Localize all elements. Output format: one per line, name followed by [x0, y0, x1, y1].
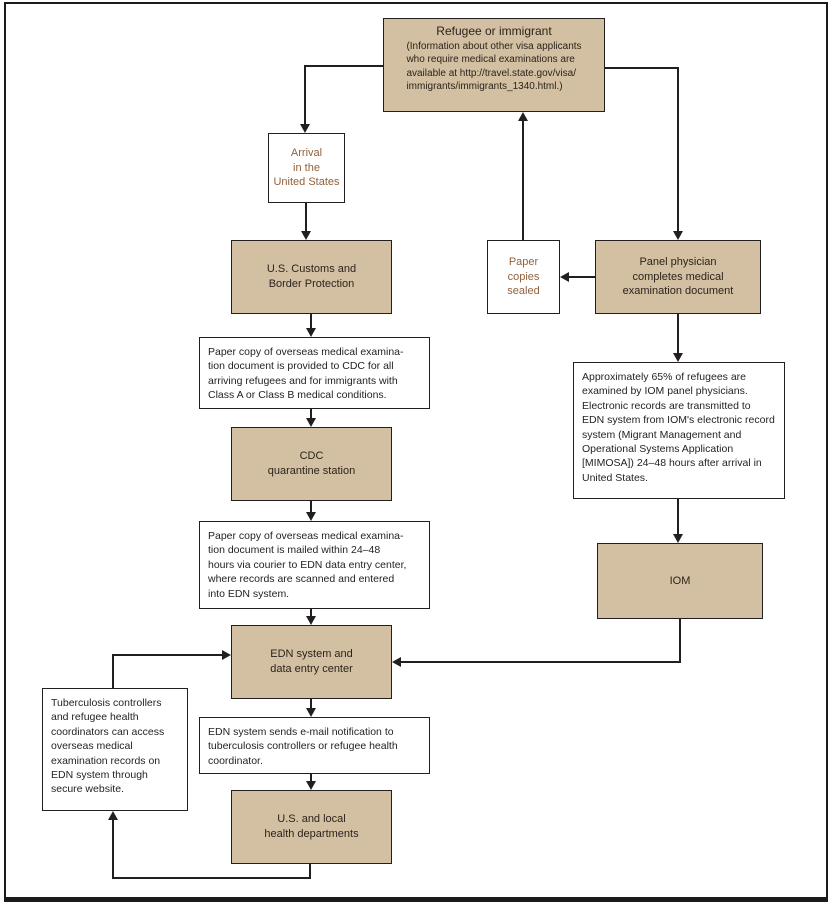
- panel-physician-label: Panel physician completes medical examin…: [622, 256, 734, 298]
- arrowhead-into-edn: [306, 616, 316, 625]
- note-iom-transmission: Approximately 65% of refugees are examin…: [573, 362, 785, 499]
- connector-tb-edn-v: [112, 654, 114, 689]
- arrowhead-into-arrival: [300, 124, 310, 133]
- connector-customs-note1: [310, 314, 312, 329]
- edn-system-label: EDN system and data entry center: [270, 648, 353, 675]
- arrowhead-into-note2: [306, 512, 316, 521]
- note-paper-provided-text: Paper copy of overseas medical examina- …: [208, 346, 404, 402]
- arrowhead-into-tb: [108, 811, 118, 820]
- connector-cdc-note2: [310, 501, 312, 513]
- connector-arrival-customs: [305, 203, 307, 232]
- connector-health-loop-h: [112, 877, 311, 879]
- flow-box-panel-physician: Panel physician completes medical examin…: [595, 240, 761, 314]
- refugee-body: (Information about other visa applicants…: [406, 41, 582, 92]
- arrowhead-iom-into-edn: [392, 657, 401, 667]
- flow-box-refugee-or-immigrant: Refugee or immigrant (Information about …: [383, 18, 605, 112]
- arrowhead-into-note1: [306, 328, 316, 337]
- arrowhead-into-panel: [673, 231, 683, 240]
- note-edn-email-text: EDN system sends e-mail notification to …: [208, 726, 398, 767]
- health-departments-label: U.S. and local health departments: [264, 813, 359, 840]
- customs-label: U.S. Customs and Border Protection: [266, 263, 357, 290]
- arrowhead-tb-into-edn: [222, 650, 231, 660]
- arrowhead-into-note3: [306, 708, 316, 717]
- paper-copies-label: Paper copies sealed: [507, 256, 540, 298]
- note-paper-provided-cdc: Paper copy of overseas medical examina- …: [199, 337, 430, 409]
- connector-note4-iom: [677, 499, 679, 535]
- connector-iom-edn-h: [401, 661, 681, 663]
- connector-panel-note4: [677, 314, 679, 354]
- connector-refugee-arrival-v: [304, 65, 306, 126]
- note-tb-controllers-text: Tuberculosis controllers and refugee hea…: [51, 697, 165, 796]
- flow-box-us-customs: U.S. Customs and Border Protection: [231, 240, 392, 314]
- connector-tb-edn-h: [112, 654, 223, 656]
- connector-refugee-arrival-h: [305, 65, 383, 67]
- note-tb-controllers: Tuberculosis controllers and refugee hea…: [42, 688, 188, 811]
- arrival-label: Arrival in the United States: [273, 147, 340, 189]
- note-iom-transmission-text: Approximately 65% of refugees are examin…: [582, 371, 775, 484]
- arrowhead-into-customs: [301, 231, 311, 240]
- arrowhead-into-refugee: [518, 112, 528, 121]
- note-paper-mailed-text: Paper copy of overseas medical examina- …: [208, 530, 407, 600]
- arrowhead-into-note4: [673, 353, 683, 362]
- connector-refugee-panel-h: [605, 67, 679, 69]
- connector-health-loop-v1: [309, 864, 311, 879]
- connector-note2-edn: [310, 609, 312, 617]
- arrowhead-into-iom: [673, 534, 683, 543]
- flow-box-health-departments: U.S. and local health departments: [231, 790, 392, 864]
- note-edn-email: EDN system sends e-mail notification to …: [199, 717, 430, 774]
- note-paper-mailed: Paper copy of overseas medical examina- …: [199, 521, 430, 609]
- arrowhead-into-paper-copies: [560, 272, 569, 282]
- flow-box-paper-copies-sealed: Paper copies sealed: [487, 240, 560, 314]
- connector-note1-cdc: [310, 409, 312, 419]
- connector-note3-health: [310, 774, 312, 782]
- connector-iom-edn-v: [679, 619, 681, 663]
- cdc-quarantine-label: CDC quarantine station: [267, 450, 356, 477]
- flow-box-arrival-us: Arrival in the United States: [268, 133, 345, 203]
- connector-edn-note3: [310, 699, 312, 709]
- arrowhead-into-health: [306, 781, 316, 790]
- connector-refugee-panel-v: [677, 67, 679, 232]
- connector-health-loop-v2: [112, 820, 114, 879]
- connector-panel-paper: [568, 276, 595, 278]
- connector-paper-refugee: [522, 120, 524, 240]
- arrowhead-into-cdc: [306, 418, 316, 427]
- iom-label: IOM: [669, 574, 691, 587]
- flow-box-edn-system: EDN system and data entry center: [231, 625, 392, 699]
- flow-box-cdc-quarantine: CDC quarantine station: [231, 427, 392, 501]
- refugee-title: Refugee or immigrant: [436, 24, 552, 38]
- flow-box-iom: IOM: [597, 543, 763, 619]
